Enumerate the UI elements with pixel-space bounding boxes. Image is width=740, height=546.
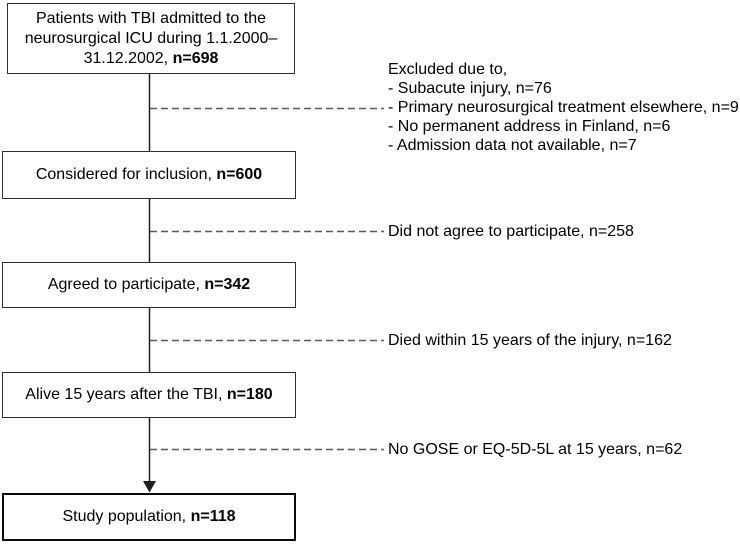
box-count: n=118: [190, 508, 236, 525]
exclusion-item: - No permanent address in Finland, n=6: [388, 118, 671, 135]
flow-box-agreed-text: Agreed to participate, n=342: [48, 275, 250, 295]
box-count: n=342: [204, 276, 251, 293]
exclusion-item: - Admission data not available, n=7: [388, 137, 637, 154]
flow-box-alive: Alive 15 years after the TBI, n=180: [2, 372, 296, 418]
exclusion-item: - Subacute injury, n=76: [388, 80, 552, 97]
flow-box-alive-text: Alive 15 years after the TBI, n=180: [25, 385, 272, 405]
side-label-died: Died within 15 years of the injury, n=16…: [388, 332, 672, 349]
box-label: Considered for inclusion,: [35, 166, 212, 183]
box-label: Alive 15 years after the TBI,: [25, 386, 223, 403]
side-label-no-gose: No GOSE or EQ-5D-5L at 15 years, n=62: [388, 441, 683, 458]
box-label: Agreed to participate,: [47, 276, 200, 293]
box-label: Study population,: [62, 508, 187, 525]
exclusion-item: - Primary neurosurgical treatment elsewh…: [388, 99, 739, 116]
flow-box-study-population-text: Study population, n=118: [62, 507, 235, 527]
flow-box-study-population: Study population, n=118: [2, 493, 296, 541]
side-label-not-participate: Did not agree to participate, n=258: [388, 223, 634, 240]
box-label: Patients with TBI admitted to the neuros…: [24, 9, 278, 67]
flow-box-agreed: Agreed to participate, n=342: [2, 262, 296, 308]
box-count: n=600: [216, 166, 263, 183]
exclusion-title: Excluded due to,: [388, 61, 508, 78]
flow-box-considered-text: Considered for inclusion, n=600: [36, 165, 262, 185]
arrowhead-icon: [143, 481, 156, 493]
flow-box-admitted-text: Patients with TBI admitted to the neuros…: [20, 9, 282, 69]
exclusion-note: Excluded due to, - Subacute injury, n=76…: [388, 60, 739, 155]
flow-box-admitted: Patients with TBI admitted to the neuros…: [7, 3, 295, 74]
box-count: n=698: [172, 49, 219, 67]
flow-box-considered: Considered for inclusion, n=600: [2, 151, 296, 199]
box-count: n=180: [226, 386, 273, 403]
